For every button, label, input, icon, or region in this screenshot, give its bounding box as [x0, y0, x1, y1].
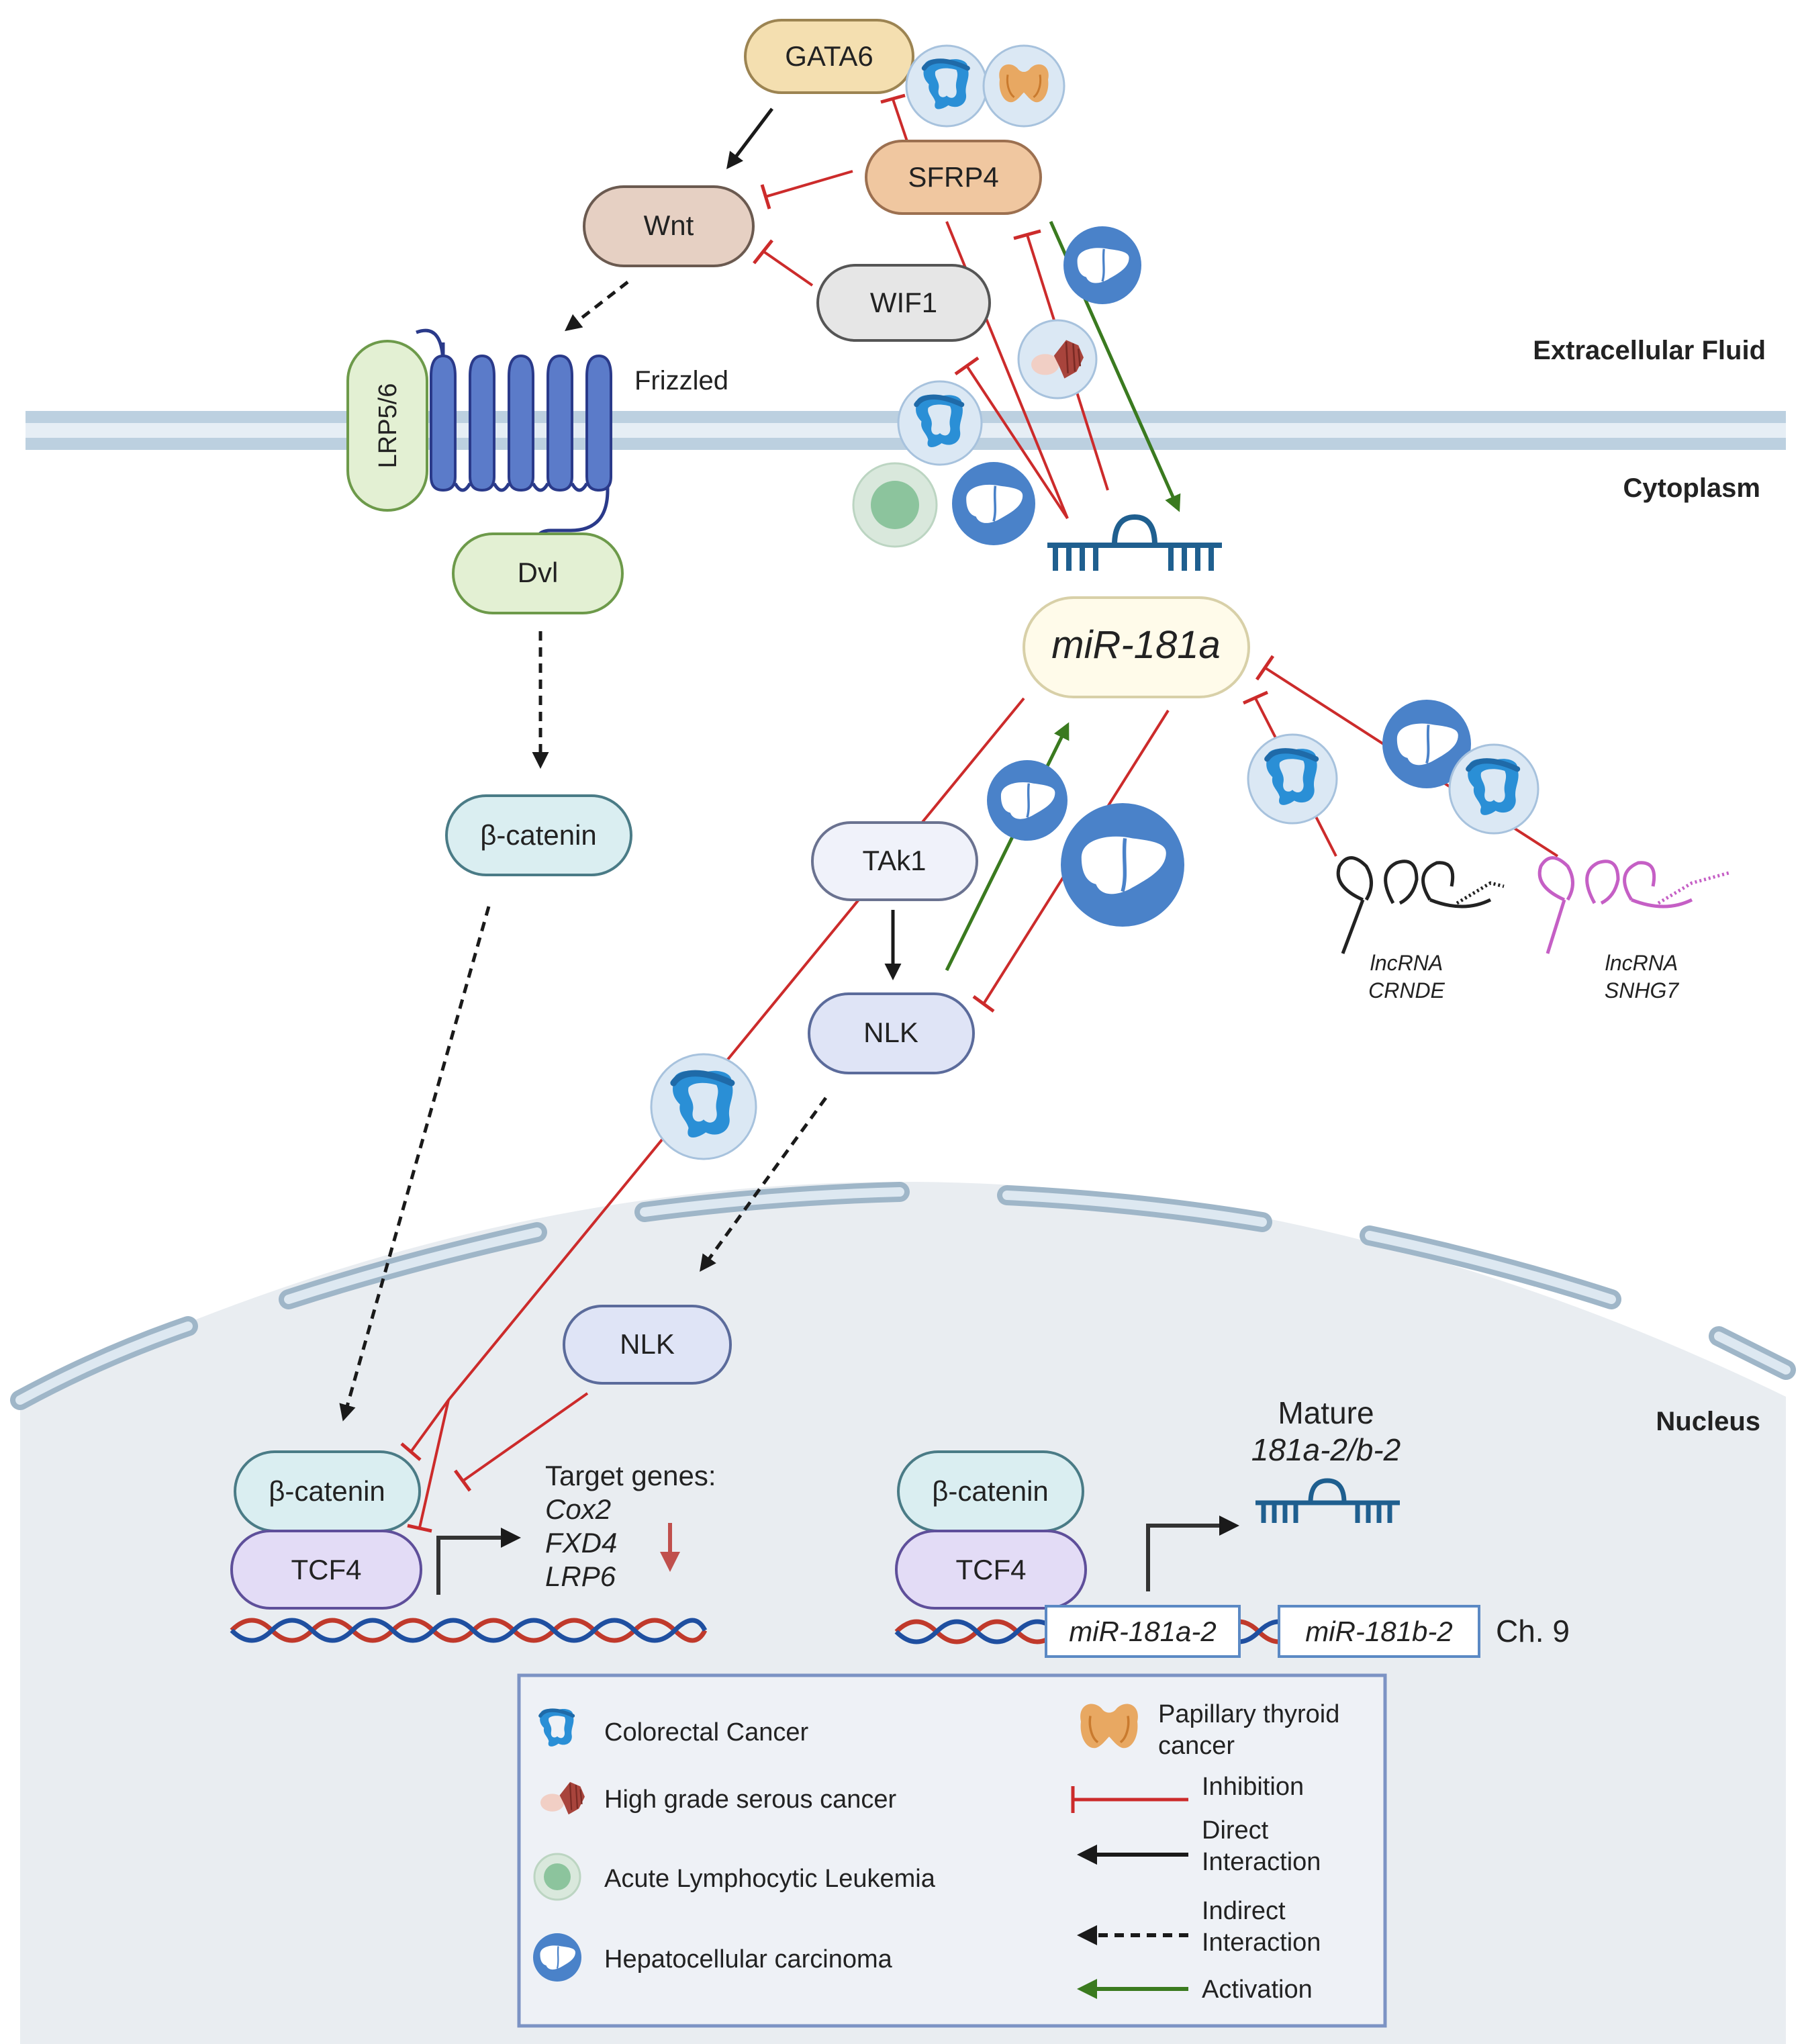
legend-colorectal-label: Colorectal Cancer	[604, 1718, 808, 1747]
legend-inhibition-label: Inhibition	[1202, 1773, 1304, 1801]
sfrp4-node: SFRP4	[865, 140, 1042, 215]
lrp56-label: LRP5/6	[374, 383, 402, 469]
mir-inhibits-tcf4	[418, 1399, 450, 1528]
gata6-node: GATA6	[744, 19, 914, 94]
lncrna-crnde-label-2: CRNDE	[1368, 978, 1445, 1003]
target-gene-1: Cox2	[545, 1493, 611, 1525]
legend: Colorectal Cancer High grade serous canc…	[517, 1673, 1387, 2028]
mir-inhibits-wif1	[965, 365, 1069, 520]
lrp56-receptor: LRP5/6	[346, 340, 428, 512]
liver-icon	[1382, 700, 1471, 788]
colon-icon	[1448, 743, 1539, 835]
lncrna-crnde-structure	[1336, 856, 1505, 954]
mature-mirna-icon	[1255, 1478, 1400, 1523]
legend-indirect-label-1: Indirect	[1202, 1897, 1286, 1925]
chromosome-label: Ch. 9	[1496, 1614, 1570, 1648]
betacatenin-to-nucleus-arrow	[339, 906, 491, 1422]
lncrna-crnde-label-1: lncRNA	[1370, 951, 1443, 975]
liver-icon	[1061, 803, 1184, 927]
wnt-to-frizzled-arrow	[565, 281, 629, 332]
mirna-hairpin-icon	[1047, 514, 1222, 571]
legend-direct-label-2: Interaction	[1202, 1848, 1321, 1876]
nlk-to-nucleus-arrow	[700, 1097, 828, 1272]
nuclear-envelope-inner	[15, 1187, 1791, 1405]
legend-hcc-label: Hepatocellular carcinoma	[604, 1945, 893, 1973]
mir181b2-gene-label: miR-181b-2	[1305, 1616, 1452, 1647]
lymphocyte-icon	[852, 462, 938, 548]
nlk-nuc-label: NLK	[620, 1328, 675, 1360]
liver-icon	[987, 760, 1068, 841]
tak1-label: TAk1	[863, 845, 927, 876]
wif1-inhibits-wnt	[763, 250, 814, 287]
wif1-label: WIF1	[870, 287, 937, 318]
transcription-arrow-2	[1146, 1516, 1239, 1591]
betacatenin-nuc1-label: β-catenin	[269, 1475, 385, 1507]
colon-icon	[1247, 733, 1338, 825]
nlk-cyto-label: NLK	[863, 1017, 918, 1048]
liver-icon	[533, 1933, 581, 1982]
mir181a2-gene-box: miR-181a-2	[1045, 1605, 1241, 1658]
legend-thyroid-label-1: Papillary thyroid	[1158, 1700, 1339, 1728]
mir181a-label: miR-181a	[1051, 623, 1220, 667]
tcf4-2-label: TCF4	[956, 1554, 1027, 1585]
lncrna-snhg7-structure	[1537, 856, 1729, 954]
colon-icon	[897, 380, 983, 466]
frizzled-receptor: Frizzled	[416, 328, 728, 558]
legend-hgsc-label: High grade serous cancer	[604, 1785, 896, 1814]
tcf4-1-node: TCF4	[230, 1530, 422, 1610]
legend-direct-label-1: Direct	[1202, 1816, 1269, 1845]
gata6-to-wnt-arrow	[726, 107, 773, 169]
target-gene-3: LRP6	[545, 1561, 616, 1592]
liver-icon	[1063, 226, 1141, 304]
target-genes-title: Target genes:	[545, 1460, 716, 1491]
extracellular-fluid-label: Extracellular Fluid	[1533, 336, 1766, 365]
dvl-node: Dvl	[452, 532, 624, 614]
wnt-node: Wnt	[583, 185, 755, 267]
betacatenin-cyto-node: β-catenin	[445, 794, 632, 876]
nlk-cyto-node: NLK	[808, 992, 975, 1074]
sfrp4-inhibits-wnt	[765, 170, 853, 198]
betacatenin-nuc2-node: β-catenin	[897, 1450, 1084, 1532]
legend-all-label: Acute Lymphocytic Leukemia	[604, 1865, 936, 1893]
target-gene-2: FXD4	[545, 1527, 617, 1559]
colon-icon	[905, 44, 988, 128]
tcf4-2-node: TCF4	[895, 1530, 1087, 1610]
liver-icon	[952, 462, 1035, 545]
legend-indirect-label-2: Interaction	[1202, 1929, 1321, 1957]
legend-thyroid-label-2: cancer	[1158, 1732, 1235, 1760]
gata6-label: GATA6	[785, 40, 873, 72]
lymphocyte-icon	[533, 1853, 581, 1901]
wif1-node: WIF1	[816, 264, 991, 342]
mir181a2-gene-label: miR-181a-2	[1069, 1616, 1216, 1647]
frizzled-label: Frizzled	[634, 366, 728, 396]
wnt-label: Wnt	[644, 210, 694, 241]
tcf4-1-label: TCF4	[291, 1554, 362, 1585]
cytoplasm-label: Cytoplasm	[1623, 473, 1761, 503]
ovary-icon	[1017, 319, 1098, 400]
lncrna-snhg7-label-1: lncRNA	[1605, 951, 1678, 975]
legend-activation-label: Activation	[1202, 1976, 1313, 2004]
sfrp4-label: SFRP4	[908, 161, 998, 193]
mature-name: 181a-2/b-2	[1251, 1432, 1401, 1467]
colon-icon	[650, 1053, 757, 1160]
lncrna-snhg7-label-2: SNHG7	[1605, 978, 1679, 1003]
mir181b2-gene-box: miR-181b-2	[1278, 1605, 1480, 1658]
dna-helix-1	[230, 1618, 708, 1643]
mir181a-node: miR-181a	[1023, 596, 1250, 698]
dvl-label: Dvl	[518, 557, 559, 588]
transcription-arrow-1	[436, 1528, 521, 1595]
betacatenin-cyto-label: β-catenin	[480, 819, 597, 851]
nlk-inhibits-betacatenin	[462, 1392, 589, 1482]
betacatenin-nuc1-node: β-catenin	[234, 1450, 421, 1532]
nucleus-label: Nucleus	[1656, 1407, 1760, 1436]
nlk-nuc-node: NLK	[563, 1305, 732, 1385]
tak1-node: TAk1	[811, 821, 978, 901]
thyroid-icon	[982, 44, 1065, 128]
betacatenin-nuc2-label: β-catenin	[932, 1475, 1049, 1507]
mature-title: Mature	[1278, 1395, 1374, 1430]
